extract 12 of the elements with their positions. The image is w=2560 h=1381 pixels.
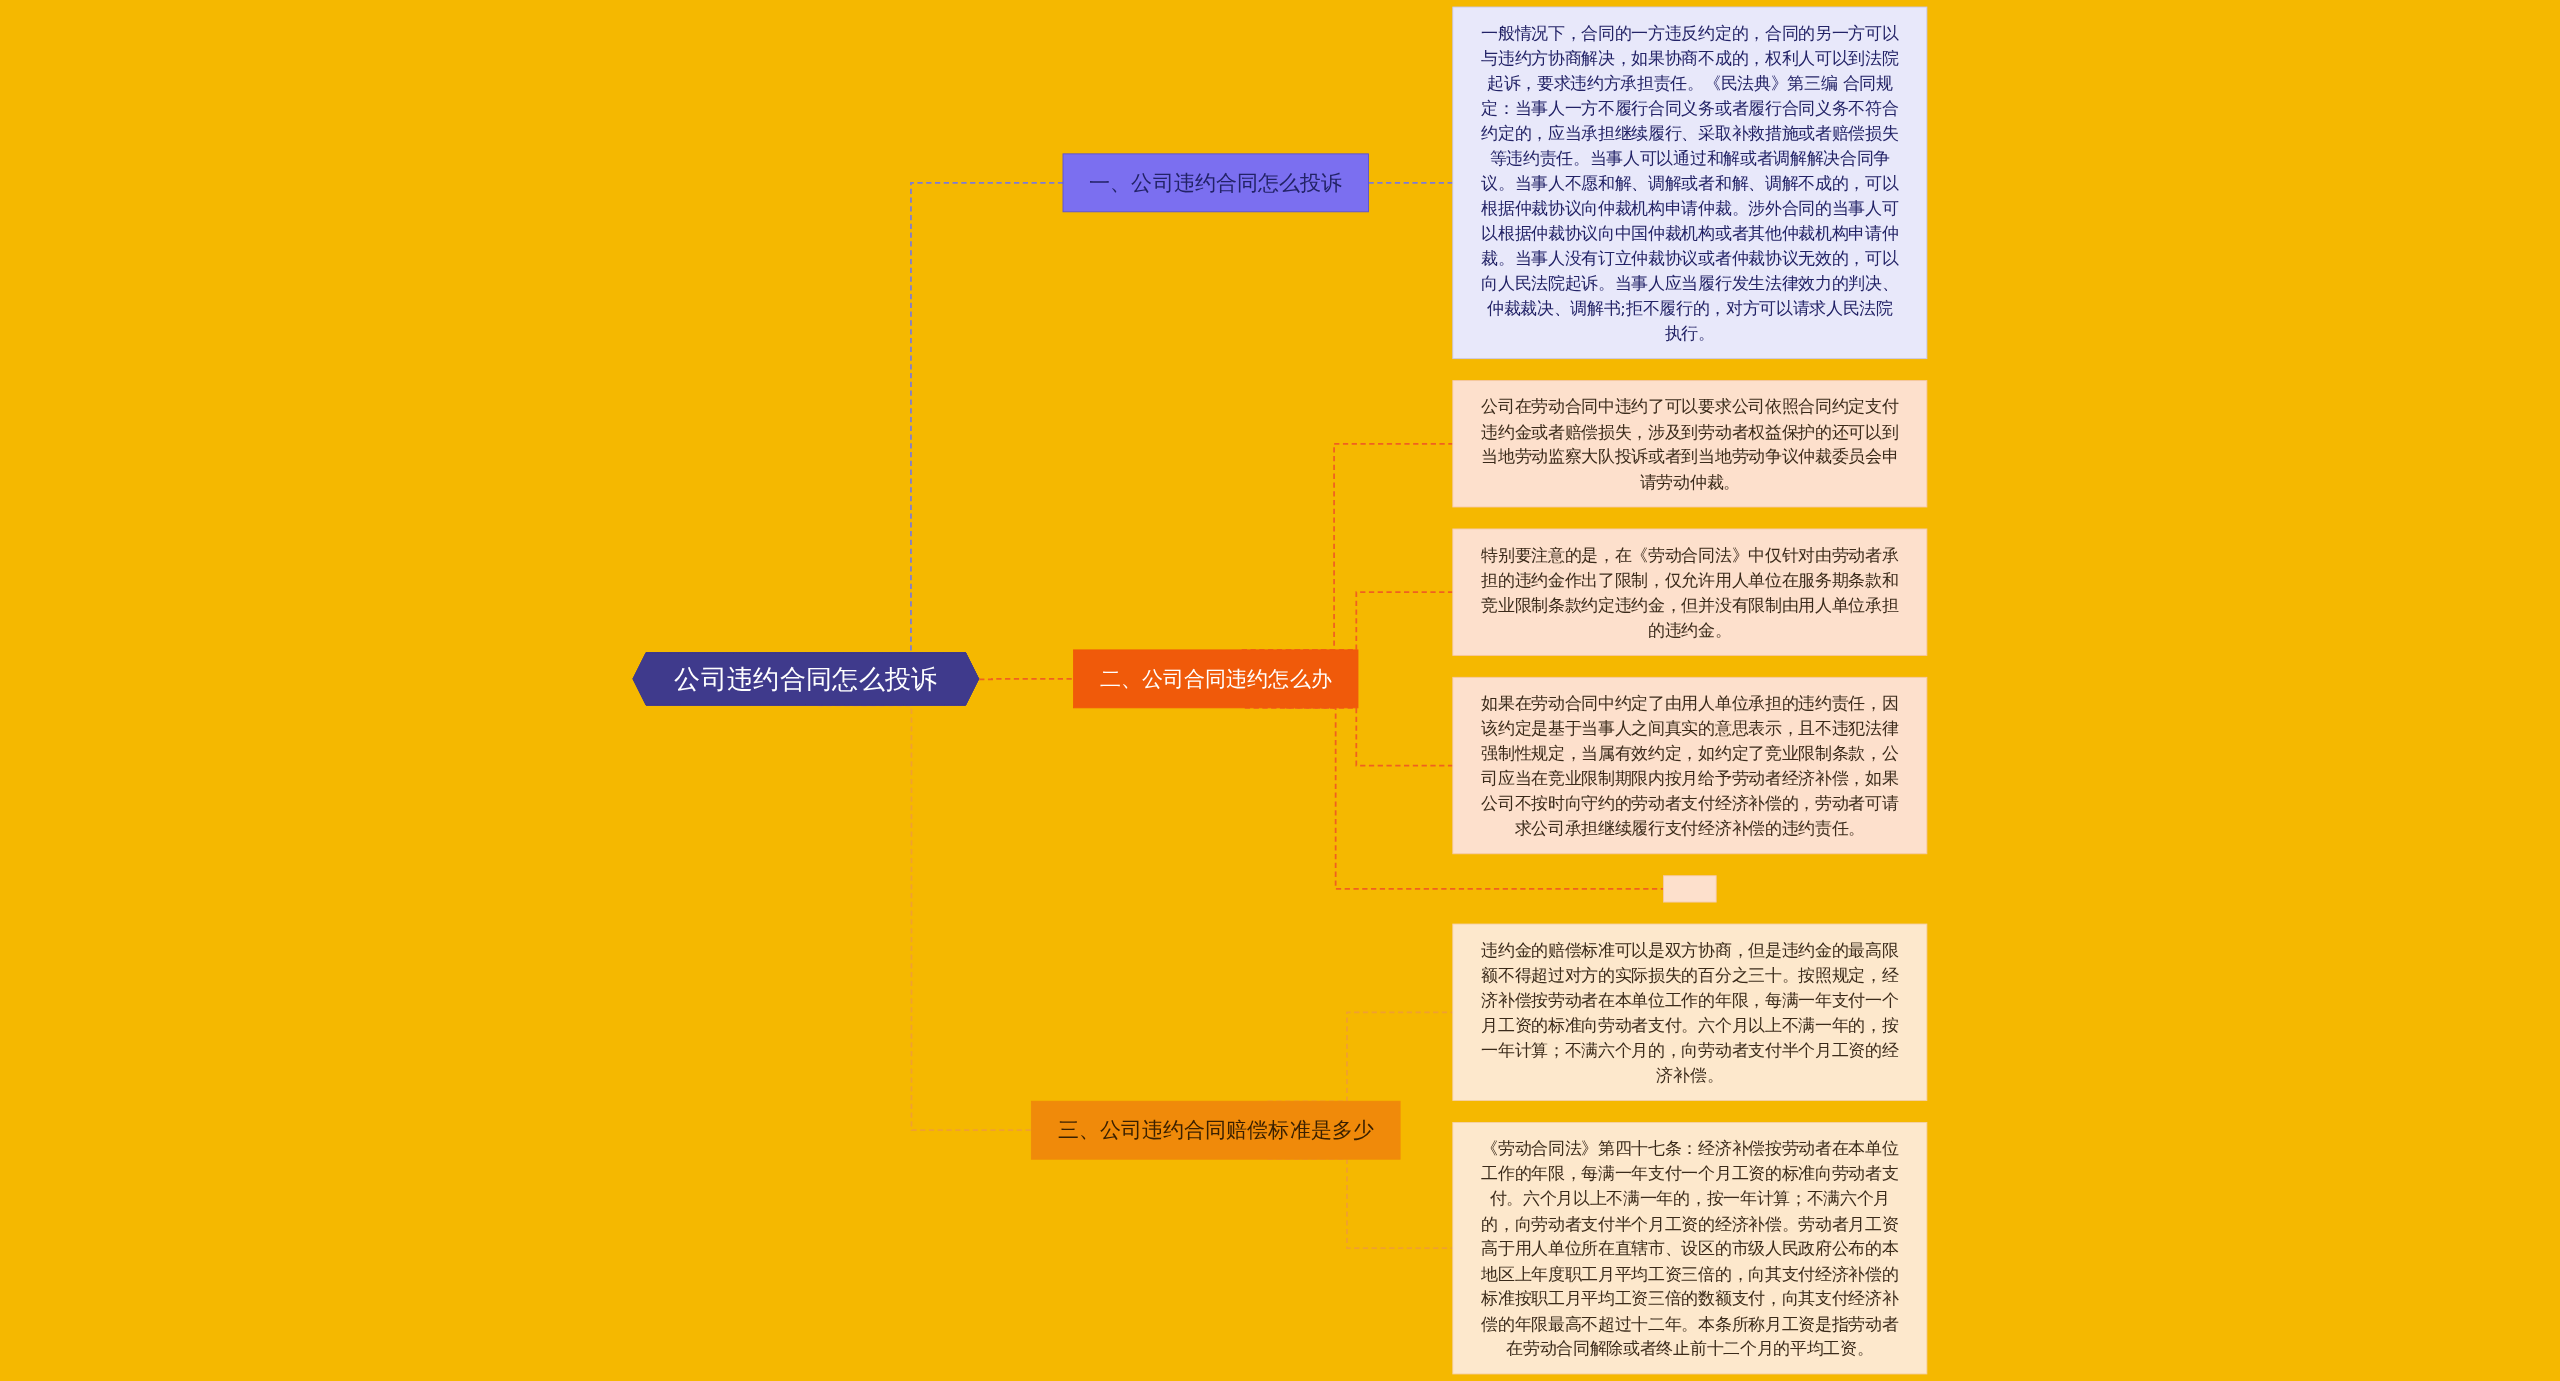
node-box: 一般情况下，合同的一方违反约定的，合同的另一方可以与违约方协商解决，如果协商不成的，权利人可以到法院起诉，要求违约方承担责任。《民法典》第三编 合同规定：当事人一方不履行合同义务或者履行合同义务不符合约定的，应当承担继续履行、采取补救措施或者赔偿损失等违约责任。当事人可以通过和解或者调解解决合同争议。当事人不愿和解、调解或者和解、调解不成的，可以根据仲裁协议向仲裁机构申请仲裁。涉外合同的当事人可以根据仲裁协议向中国仲裁机构或者其他仲裁机构申请仲裁。当事人没有订立仲裁协议或者仲裁协议无效的，可以向人民法院起诉。当事人应当履行发生法律效力的判决、仲裁裁决、调解书;拒不履行的，对方可以请求人民法院执行。 [1452, 6, 1928, 360]
node-box: 《劳动合同法》第四十七条：经济补偿按劳动者在本单位工作的年限，每满一年支付一个月工资的标准向劳动者支付。六个月以上不满一年的，按一年计算；不满六个月的，向劳动者支付半个月工资的经济补偿。劳动者月工资高于用人单位所在直辖市、设区的市级人民政府公布的本地区上年度职工月平均工资三倍的，向其支付经济补偿的标准按职工月平均工资三倍的数额支付，向其支付经济补偿的年限最高不超过十二年。本条所称月工资是指劳动者在劳动合同解除或者终止前十二个月的平均工资。 [1452, 1122, 1928, 1375]
node-box: 特别要注意的是，在《劳动合同法》中仅针对由劳动者承担的违约金作出了限制，仅允许用人单位在服务期条款和竞业限制条款约定违约金，但并没有限制由用人单位承担的违约金。 [1452, 528, 1928, 656]
connector [1367, 181, 1454, 184]
node-box: 公司在劳动合同中违约了可以要求公司依照合同约定支付违约金或者赔偿损失，涉及到劳动者权益保护的还可以到当地劳动监察大队投诉或者到当地劳动争议仲裁委员会申请劳动仲裁。 [1452, 380, 1928, 508]
node-box: 一、公司违约合同怎么投诉 [1062, 153, 1369, 213]
node-box [1663, 875, 1717, 903]
node-box: 三、公司违约合同赔偿标准是多少 [1031, 1100, 1401, 1160]
node-box: 违约金的赔偿标准可以是双方协商，但是违约金的最高限额不得超过对方的实际损失的百分之三十。按照规定，经济补偿按劳动者在本单位工作的年限，每满一年支付一个月工资的标准向劳动者支付。六个月以上不满一年的，按一年计算；不满六个月的，向劳动者支付半个月工资的经济补偿。 [1452, 923, 1928, 1101]
connector [978, 678, 1075, 681]
node-box: 如果在劳动合同中约定了由用人单位承担的违约责任，因该约定是基于当事人之间真实的意思表示，且不违犯法律强制性规定，当属有效约定，如约定了竞业限制条款，公司应当在竞业限制期限内按月给予劳动者经济补偿，如果公司不按时向守约的劳动者支付经济补偿的，劳动者可请求公司承担继续履行支付经济补偿的违约责任。 [1452, 676, 1928, 855]
node-box: 二、公司合同违约怎么办 [1073, 649, 1359, 709]
